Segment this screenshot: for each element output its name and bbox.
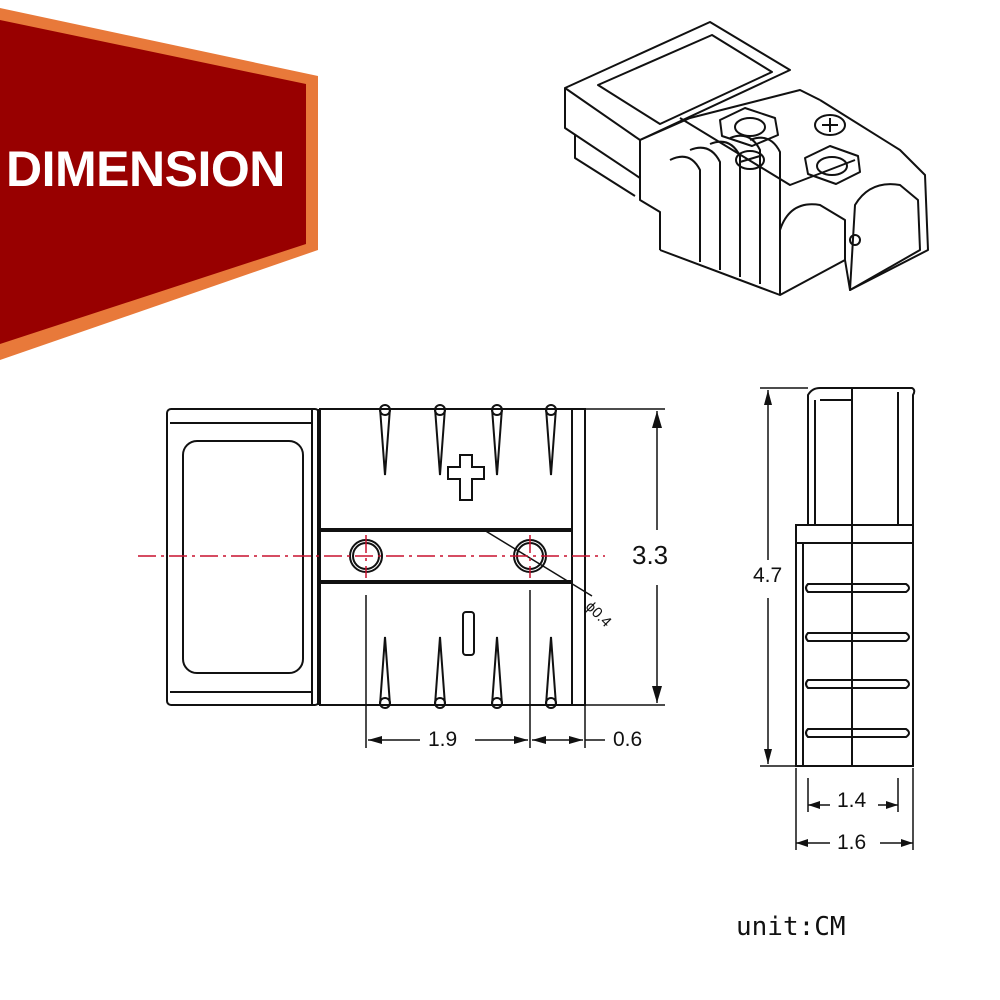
edge-offset-dimension-0-6: 0.6 [611,728,645,751]
outer-width-dimension-1-6: 1.6 [835,831,869,854]
inner-width-dimension-1-4: 1.4 [835,789,869,812]
hole-spacing-dimension-1-9: 1.9 [426,728,460,751]
side-height-dimension-4-7: 4.7 [751,564,785,587]
height-dimension-3-3: 3.3 [632,540,669,570]
banner-title: DIMENSION [6,141,285,197]
banner-shape [0,8,318,360]
hole-diameter-dimension: ϕ0.4 [581,598,615,631]
unit-label: unit:CM [736,912,846,942]
